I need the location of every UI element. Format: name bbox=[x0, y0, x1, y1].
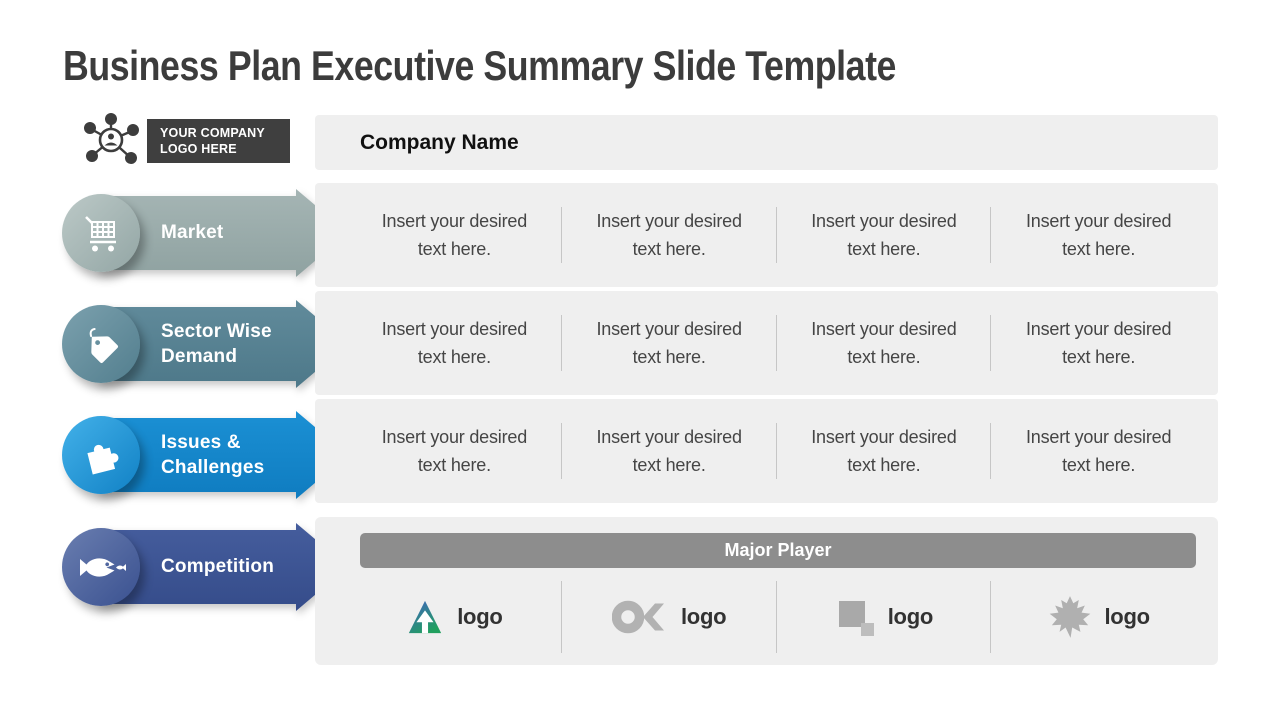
text-placeholder-cell[interactable]: Insert your desired text here. bbox=[1025, 211, 1172, 259]
sidebar-item-label: Competition bbox=[161, 556, 275, 578]
competition-section: Major Player logo logo bbox=[315, 517, 1218, 665]
major-player-bar[interactable]: Major Player bbox=[360, 533, 1196, 568]
text-placeholder-cell[interactable]: Insert your desired text here. bbox=[1025, 427, 1172, 475]
molecule-icon bbox=[84, 113, 139, 164]
page-title[interactable]: Business Plan Executive Summary Slide Te… bbox=[63, 42, 896, 89]
logo-box-line1: YOUR COMPANY bbox=[160, 125, 265, 140]
logo-label: logo bbox=[457, 604, 503, 629]
squares-logo bbox=[838, 601, 874, 636]
text-placeholder-cell[interactable]: Insert your desired text here. bbox=[777, 399, 992, 503]
text-placeholder-cell[interactable]: Insert your desired text here. bbox=[347, 291, 562, 395]
table-row-issues: Insert your desired text here. Insert yo… bbox=[315, 399, 1218, 503]
text-placeholder-cell[interactable]: Insert your desired text here. bbox=[1025, 319, 1172, 367]
ok-monogram-logo bbox=[612, 600, 664, 634]
logo-placeholder[interactable]: logo bbox=[562, 577, 777, 657]
sidebar-item-label: Issues & Challenges bbox=[161, 431, 265, 478]
text-placeholder-cell[interactable]: Insert your desired text here. bbox=[777, 291, 992, 395]
logo-box-line2: LOGO HERE bbox=[160, 142, 237, 156]
sidebar-item-label: Sector Wise Demand bbox=[161, 320, 272, 367]
text-placeholder-cell[interactable]: Insert your desired text here. bbox=[347, 183, 562, 287]
logo-label: logo bbox=[887, 604, 934, 629]
market-circle bbox=[62, 194, 140, 272]
text-placeholder-cell[interactable]: Insert your desired text here. bbox=[347, 399, 562, 503]
logo-label: logo bbox=[681, 604, 727, 629]
major-player-title: Major Player bbox=[724, 540, 832, 560]
company-logo-placeholder[interactable]: YOUR COMPANY LOGO HERE bbox=[147, 119, 290, 163]
fish-icon bbox=[80, 558, 126, 577]
issues-circle bbox=[62, 416, 140, 494]
sidebar-item-label: Market bbox=[161, 222, 224, 244]
logo-placeholder[interactable]: logo bbox=[347, 577, 562, 657]
text-placeholder-cell[interactable]: Insert your desired text here. bbox=[777, 183, 992, 287]
company-name-header[interactable]: Company Name bbox=[315, 115, 1218, 170]
shopping-cart-icon bbox=[85, 216, 116, 252]
maple-leaf-logo bbox=[1049, 596, 1090, 638]
company-name-text: Company Name bbox=[360, 130, 519, 154]
text-placeholder-cell[interactable]: Insert your desired text here. bbox=[562, 291, 777, 395]
logo-placeholder[interactable]: logo bbox=[777, 577, 992, 657]
competition-circle bbox=[62, 528, 140, 606]
price-tag-icon bbox=[89, 328, 119, 364]
table-row-sector: Insert your desired text here. Insert yo… bbox=[315, 291, 1218, 395]
triangle-arrow-logo bbox=[409, 600, 442, 634]
logo-placeholder[interactable]: logo bbox=[991, 577, 1206, 657]
table-row-market: Insert your desired text here. Insert yo… bbox=[315, 183, 1218, 287]
logo-label: logo bbox=[1104, 604, 1151, 629]
text-placeholder-cell[interactable]: Insert your desired text here. bbox=[562, 399, 777, 503]
puzzle-icon bbox=[87, 444, 119, 475]
logo-row: logo logo logo logo bbox=[315, 577, 1218, 657]
sector-circle bbox=[62, 305, 140, 383]
text-placeholder-cell[interactable]: Insert your desired text here. bbox=[562, 183, 777, 287]
